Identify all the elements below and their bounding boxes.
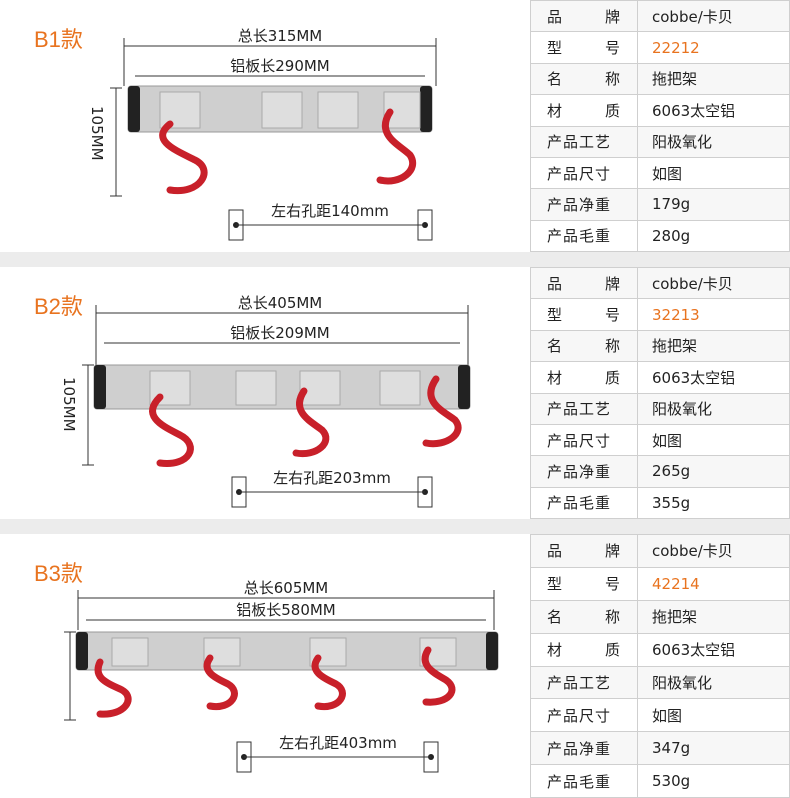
product-panel-b2: B2款 总长405MM 铝板长209MM 105MM 左右孔距203mm [0,266,790,520]
spec-value: 280g [637,219,790,253]
spec-value: 355g [637,486,790,520]
spec-key: 质 [604,101,621,120]
hole-distance-text: 左右孔距140mm [271,202,389,220]
spec-key: 品 [547,7,564,26]
mop-hook [292,387,330,458]
spec-key: 牌 [604,7,621,26]
model-label: B2款 [34,294,83,319]
total-length-text: 总长405MM [238,294,323,312]
spec-value-model: 42214 [637,566,790,601]
spec-value: 如图 [637,423,790,457]
mop-hook [422,375,462,448]
mop-rack-rail [93,364,471,410]
product-panel-b3: B3款 总长605MM 铝板长580MM 左右孔距403mm [0,534,790,798]
plate-length-text: 铝板长580MM [236,601,336,619]
spec-value: 拖把架 [637,599,790,634]
spec-key: 名 [547,608,564,627]
spec-key: 产品净重 [530,188,638,221]
spec-table: 品 牌 cobbe/卡贝 型 号 32213 名 称拖把架 材 质 6063太空铝 产品工艺阳… [530,266,790,520]
spec-key: 产品毛重 [530,764,638,798]
mop-hook [421,646,456,706]
spec-value-model: 22212 [637,31,790,64]
spec-key: 材 [547,641,564,660]
spec-key: 产品毛重 [530,486,638,520]
spec-table: 品 牌 cobbe/卡贝 型 号 42214 名 称拖把架 材 质 6063太空铝 产品工艺阳… [530,534,790,798]
model-label: B1款 [34,27,83,52]
mop-hook [149,393,194,467]
total-length-text: 总长315MM [238,27,323,45]
spec-value: cobbe/卡贝 [637,534,790,568]
spec-key: 型 [547,306,564,325]
spec-key: 产品毛重 [530,219,638,253]
spec-key: 型 [547,575,564,594]
spec-key: 牌 [604,274,621,293]
spec-key: 产品净重 [530,455,638,488]
spec-key: 号 [604,306,621,325]
spec-key: 称 [604,608,621,627]
spec-key: 产品工艺 [530,665,638,700]
spec-key: 质 [604,368,621,387]
total-length-text: 总长605MM [244,579,329,597]
spec-key: 质 [604,641,621,660]
mop-rack-rail [75,631,499,671]
mop-hook [159,120,208,195]
spec-key: 型 [547,39,564,58]
spec-key: 牌 [604,542,621,561]
product-diagram: 总长405MM 铝板长209MM 105MM 左右孔距203mm [60,294,471,508]
spec-key: 号 [604,39,621,58]
spec-key: 名 [547,337,564,356]
hole-distance-text: 左右孔距403mm [279,734,397,752]
plate-length-text: 铝板长209MM [230,324,330,342]
spec-value-model: 32213 [637,298,790,331]
spec-key: 产品尺寸 [530,423,638,457]
height-text: 105MM [88,106,106,161]
spec-key: 产品尺寸 [530,156,638,190]
product-diagram: 总长315MM 铝板长290MM 105MM 左右孔距140mm [88,27,437,241]
spec-value: 如图 [637,156,790,190]
spec-key: 名 [547,70,564,89]
spec-key: 称 [604,70,621,89]
height-text: 105MM [60,377,78,432]
mop-hook [311,654,346,711]
spec-value: 阳极氧化 [637,125,790,158]
spec-key: 产品尺寸 [530,698,638,733]
spec-key: 产品净重 [530,731,638,766]
spec-key: 产品工艺 [530,125,638,158]
spec-value: 阳极氧化 [637,665,790,700]
spec-value: 265g [637,455,790,488]
hole-distance-text: 左右孔距203mm [273,469,391,487]
plate-length-text: 铝板长290MM [230,57,330,75]
spec-value: 347g [637,731,790,766]
spec-key: 号 [604,575,621,594]
spec-value: 拖把架 [637,62,790,96]
mop-rack-rail [127,85,433,133]
spec-value: 179g [637,188,790,221]
mop-hook [203,654,238,711]
spec-value: 6063太空铝 [637,361,790,394]
spec-value: 拖把架 [637,329,790,363]
spec-value: cobbe/卡贝 [637,266,790,300]
spec-key: 品 [547,274,564,293]
spec-key: 产品工艺 [530,392,638,425]
spec-value: cobbe/卡贝 [637,0,790,33]
spec-value: 530g [637,764,790,798]
mop-hook [376,108,416,185]
spec-value: 如图 [637,698,790,733]
spec-key: 称 [604,337,621,356]
spec-key: 材 [547,101,564,120]
spec-value: 6063太空铝 [637,632,790,667]
spec-value: 6063太空铝 [637,94,790,127]
model-label: B3款 [34,561,83,586]
spec-table: 品 牌 cobbe/卡贝 型 号 22212 名 称拖把架 材 质 6063太空铝 产品工艺阳… [530,0,790,253]
spec-key: 品 [547,542,564,561]
spec-value: 阳极氧化 [637,392,790,425]
mop-hook [94,658,132,718]
spec-key: 材 [547,368,564,387]
product-panel-b1: B1款 总长315MM 铝板长290MM 105MM [0,0,790,253]
product-diagram: 总长605MM 铝板长580MM 左右孔距403mm [64,579,499,773]
